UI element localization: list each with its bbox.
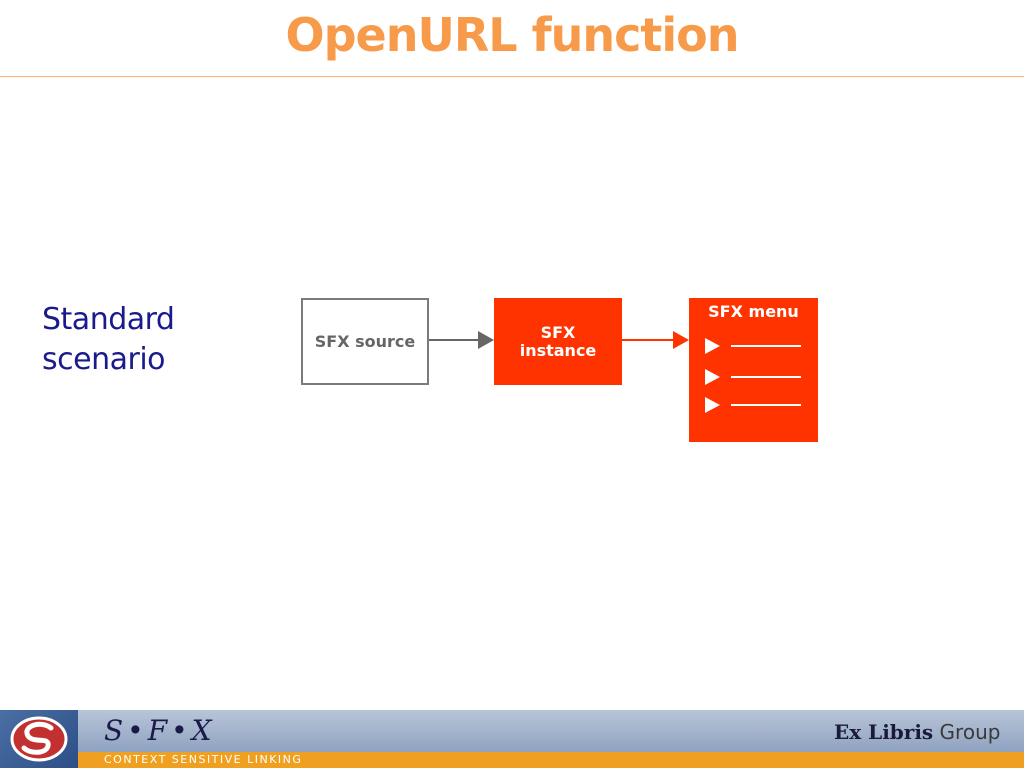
sfx-instance-label-line-2: instance	[519, 340, 597, 360]
sfx-source-label: SFX source	[314, 332, 416, 351]
play-arrow-icon	[705, 397, 720, 413]
sfx-menu-item	[705, 336, 805, 356]
footer-banner: S•F•X CONTEXT SENSITIVE LINKING Ex Libri…	[0, 710, 1024, 768]
sfx-swirl-icon	[10, 716, 68, 762]
brand-ex: Ex	[834, 720, 862, 744]
scenario-line-1: Standard	[42, 302, 175, 337]
scenario-label: Standard scenario	[42, 300, 175, 380]
brand-libris: Libris	[861, 720, 934, 744]
brand-group: Group	[933, 720, 1001, 744]
menu-item-line	[731, 376, 801, 378]
sfx-instance-label-line-1: SFX	[540, 322, 576, 342]
footer-strip	[0, 752, 1024, 768]
sfx-menu-item	[705, 395, 805, 415]
ex-libris-brand: Ex Libris Group	[834, 720, 1000, 744]
sfx-wordmark: S•F•X	[104, 714, 216, 747]
scenario-line-2: scenario	[42, 342, 166, 377]
sfx-menu-box: SFX menu	[689, 298, 818, 442]
footer-band	[0, 710, 1024, 752]
menu-item-line	[731, 345, 801, 347]
sfx-menu-title: SFX menu	[708, 302, 799, 321]
footer-tagline: CONTEXT SENSITIVE LINKING	[104, 753, 303, 766]
slide-title: OpenURL function	[285, 8, 740, 62]
source-to-instance-arrow	[429, 331, 494, 349]
sfx-source-box: SFX source	[301, 298, 429, 385]
sfx-menu-item	[705, 367, 805, 387]
title-divider	[0, 76, 1024, 77]
sfx-logo	[0, 710, 78, 768]
play-arrow-icon	[705, 369, 720, 385]
menu-item-line	[731, 404, 801, 406]
instance-to-menu-arrow	[622, 331, 689, 349]
play-arrow-icon	[705, 338, 720, 354]
sfx-instance-box: SFX instance	[494, 298, 622, 385]
